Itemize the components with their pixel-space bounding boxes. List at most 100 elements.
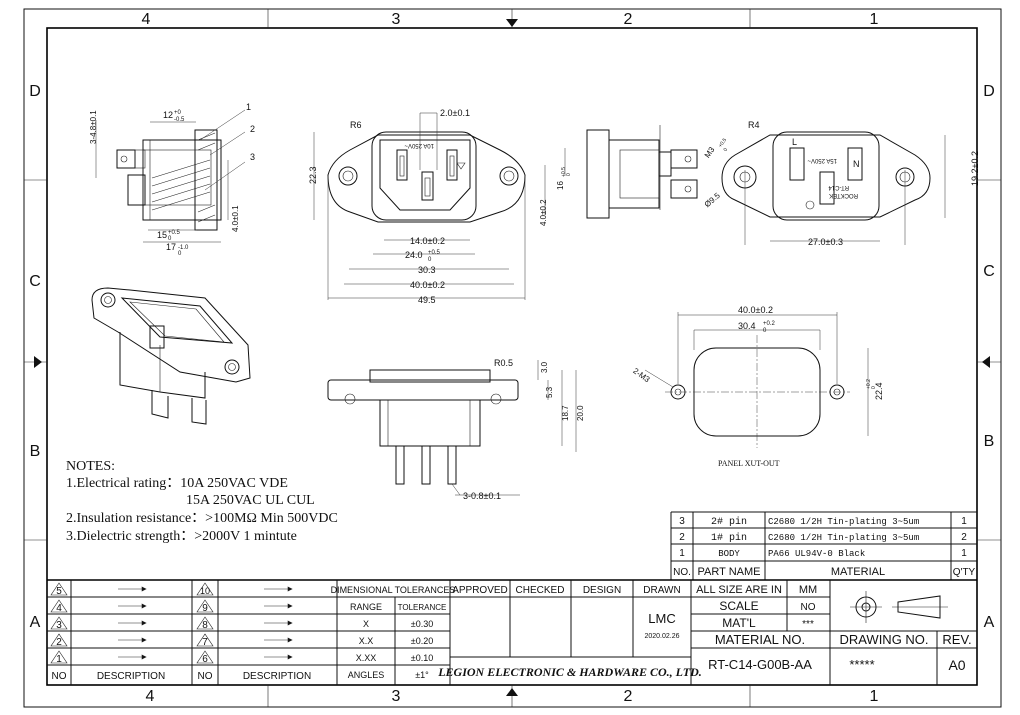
centering-arrows: [34, 19, 990, 696]
dim-side-12-lower: -0.5: [174, 117, 185, 123]
tolerance-range-xx: X.X: [359, 636, 374, 646]
dim-panel-40: 40.0±0.2: [738, 305, 773, 315]
zone-row-d-left: D: [29, 83, 41, 100]
front-rating-marking: 10A 250V~: [404, 142, 434, 148]
bom-row1-material: PA66 UL94V-0 Black: [768, 549, 865, 559]
zone-col-1-top: 1: [870, 11, 879, 28]
zone-row-b-right: B: [984, 433, 995, 450]
dim-side-17-upper: -1.0: [178, 245, 189, 251]
revision-no-5: 5: [56, 586, 62, 597]
dim-panel-22-4: 22.4: [874, 382, 884, 400]
zone-col-4-bottom: 4: [146, 688, 155, 705]
revision-no-10: 10: [200, 586, 210, 596]
rev-value: A0: [948, 657, 965, 673]
drawing-no-label: DRAWING NO.: [839, 632, 928, 647]
dim-rear-m3: M3: [703, 145, 717, 160]
revision-no-6: 6: [202, 654, 208, 665]
signoff-date: 2020.02.26: [644, 633, 679, 640]
zone-row-b-left: B: [30, 443, 41, 460]
dim-front-24: 24.0: [405, 250, 423, 260]
revision-no-header-left: NO: [52, 671, 67, 682]
tolerances-title: DIMENSIONAL TOLERANCES: [331, 585, 456, 595]
material-no-value: RT-C14-G00B-AA: [708, 657, 812, 672]
tolerance-value-angles: ±1°: [415, 670, 429, 680]
bom-header-qty: Q'TY: [953, 567, 976, 578]
tolerance-value-xxx: ±0.10: [411, 653, 433, 663]
dim-front-radius: R6: [350, 120, 362, 130]
zone-col-3-top: 3: [392, 11, 401, 28]
bom-row1-no: 1: [679, 548, 685, 559]
title-block-grid: [47, 579, 977, 685]
bom-row3-no: 3: [679, 516, 685, 527]
dim-front-4: 4.0±0.2: [539, 199, 548, 226]
bottom-view: [327, 360, 577, 496]
material-no-label: MATERIAL NO.: [715, 632, 805, 647]
zone-row-c-left: C: [29, 273, 41, 290]
zone-col-4-top: 4: [142, 11, 151, 28]
dim-panel-30-4-upper: +0.2: [763, 321, 776, 327]
zone-row-d-right: D: [983, 83, 995, 100]
revision-description-header-left: DESCRIPTION: [97, 671, 165, 682]
zone-col-2-top: 2: [624, 11, 633, 28]
bom-row2-no: 2: [679, 532, 685, 543]
rear-rating-marking: 15A 250V~: [807, 157, 837, 163]
signoff-drawn-label: DRAWN: [643, 585, 680, 596]
dim-side-17-lower: 0: [178, 251, 182, 257]
bom-header-no: NO.: [673, 567, 691, 578]
dim-rear-diameter: Ø9.5: [703, 191, 722, 209]
dim-front-24-upper: +0.5: [428, 250, 441, 256]
all-size-label: ALL SIZE ARE IN: [696, 584, 782, 596]
inner-frame: [46, 27, 978, 686]
dim-panel-30-4: 30.4: [738, 321, 756, 331]
dim-front-49-5: 49.5: [418, 295, 436, 305]
rear-view: [721, 131, 946, 245]
revision-no-header-right: NO: [198, 671, 213, 682]
zone-row-c-right: C: [983, 263, 995, 280]
callout-3: 3: [250, 152, 255, 162]
panel-cutout: [644, 312, 869, 448]
tolerance-value-xx: ±0.20: [411, 636, 433, 646]
dim-front-pin-gap: 2.0±0.1: [440, 108, 470, 118]
side-view: [95, 109, 246, 243]
callout-2: 2: [250, 124, 255, 134]
notes-title: NOTES:: [66, 459, 115, 474]
front-view: [313, 112, 566, 300]
revision-no-4: 4: [56, 603, 62, 614]
dim-front-30-3: 30.3: [418, 265, 436, 275]
zone-col-1-bottom: 1: [870, 688, 879, 705]
tolerances-range-header: RANGE: [350, 602, 382, 612]
signoff-checked-label: CHECKED: [516, 585, 565, 596]
dim-front-24-lower: 0: [428, 257, 432, 263]
bom-row2-qty: 2: [961, 532, 967, 543]
dim-rear-m3-lower: 0: [723, 147, 730, 153]
dim-front-16-lower: 0: [566, 173, 572, 176]
zone-col-2-bottom: 2: [624, 688, 633, 705]
dim-side-15: 15: [157, 230, 167, 240]
tolerances-tol-header: TOLERANCE: [398, 603, 447, 612]
callout-1: 1: [246, 102, 251, 112]
scale-value: NO: [801, 602, 816, 613]
bom-row3-part: 2# pin: [711, 516, 747, 528]
matl-label: MAT'L: [722, 616, 756, 630]
note-dielectric: 3.Dielectric strength：>2000V 1 mintute: [66, 529, 297, 544]
bom-row2-material: C2680 1/2H Tin-plating 3~5um: [768, 533, 919, 543]
panel-cutout-label: PANEL XUT-OUT: [718, 459, 780, 468]
signoff-drawn-by: LMC: [648, 611, 675, 626]
dim-bottom-18-7: 18.7: [561, 405, 570, 421]
tolerance-range-x: X: [363, 619, 369, 629]
dim-front-14: 14.0±0.2: [410, 236, 445, 246]
dim-side-4: 4.0±0.1: [231, 205, 240, 232]
dim-side-12-upper: +0: [174, 110, 182, 116]
tolerance-range-angles: ANGLES: [348, 670, 385, 680]
scale-label: SCALE: [719, 599, 758, 613]
signoff-design-label: DESIGN: [583, 585, 621, 596]
drawing-no-value: *****: [849, 657, 874, 672]
dim-rear-27: 27.0±0.3: [808, 237, 843, 247]
dim-front-height: 22.3: [308, 166, 318, 184]
isometric-view: [91, 287, 251, 425]
dim-bottom-pin-width: 3-0.8±0.1: [463, 491, 501, 501]
dim-panel-22-4-lower: 0: [871, 386, 877, 389]
rear-pin-l: L: [792, 137, 797, 147]
dim-bottom-3: 3.0: [540, 361, 549, 373]
